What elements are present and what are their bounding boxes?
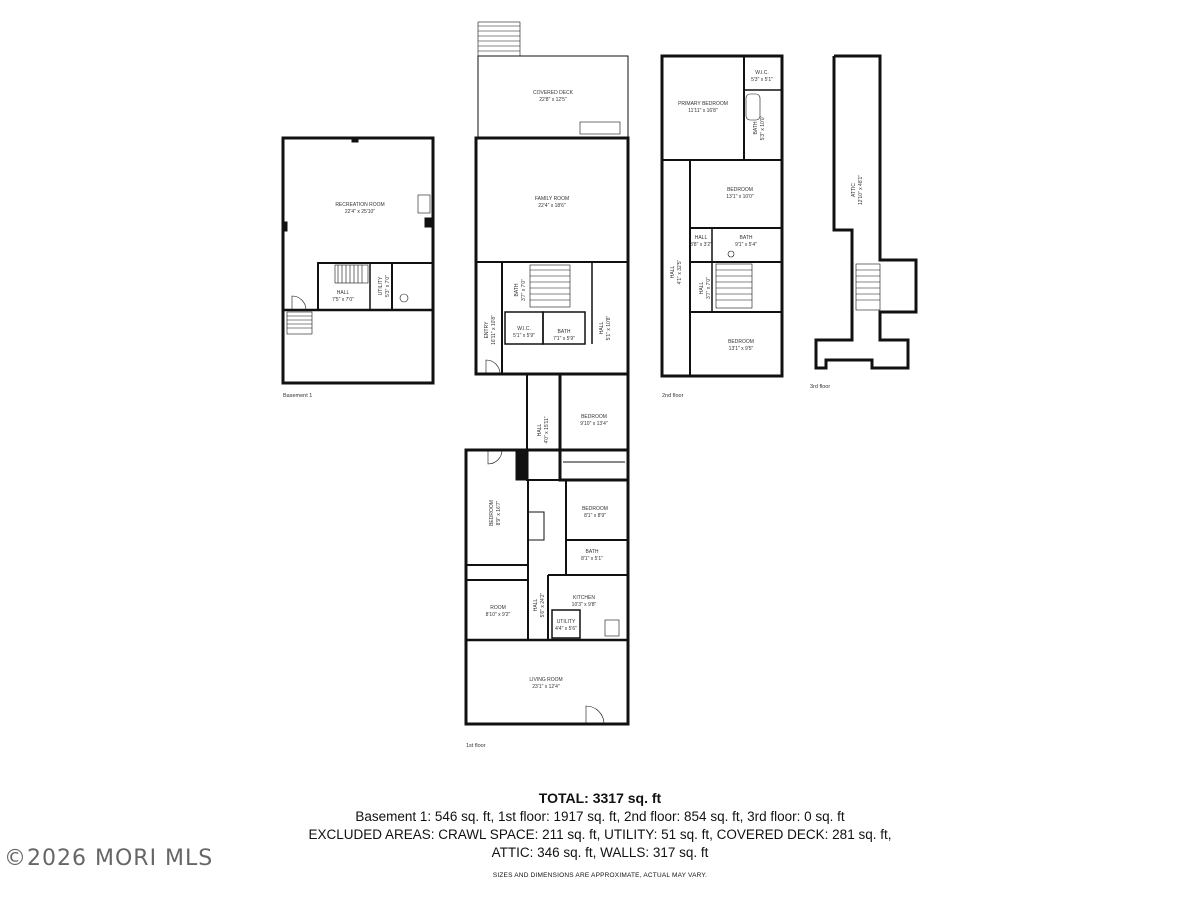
room-label: BATH (740, 235, 753, 241)
room-label: PRIMARY BEDROOM (678, 101, 728, 107)
room-label: BATH (753, 121, 759, 134)
total-area: TOTAL: 3317 sq. ft (538, 790, 662, 806)
room-label: 3'7" x 7'0" (521, 279, 527, 301)
room-label: BATH (586, 549, 599, 555)
room-label: 9'1" x 5'4" (735, 242, 757, 248)
room-label: 4'4" x 5'6" (555, 626, 577, 632)
room-label: 22'4" x 25'10" (345, 209, 375, 215)
room-label: 8'9" x 16'7" (496, 500, 502, 525)
room-label: ATTIC (851, 183, 857, 197)
basement-plan (281, 136, 435, 385)
excluded-areas-line-2: ATTIC: 346 sq. ft, WALLS: 317 sq. ft (491, 845, 709, 860)
floor-areas-line: Basement 1: 546 sq. ft, 1st floor: 1917 … (355, 809, 845, 824)
excluded-areas-line: EXCLUDED AREAS: CRAWL SPACE: 211 sq. ft,… (308, 827, 892, 842)
room-label: 13'1" x 9'5" (729, 346, 754, 352)
room-label: 7'1" x 5'9" (553, 336, 575, 342)
room-label: 23'1" x 12'4" (532, 684, 560, 690)
room-label: 10'3" x 9'8" (572, 602, 597, 608)
mls-watermark: ©2026 MORI MLS (4, 846, 214, 871)
room-label: HALL (670, 266, 676, 279)
room-label: RECREATION ROOM (335, 202, 384, 208)
room-label: HALL (695, 235, 708, 241)
room-label: 3'7" x 7'0" (706, 277, 712, 299)
room-label: BEDROOM (727, 187, 753, 193)
room-label: 22'4" x 18'6" (538, 203, 566, 209)
room-label: 5'3" x 5'1" (751, 77, 773, 83)
room-label: 5'3" x 7'0" (385, 275, 391, 297)
room-label: 5'3" x 10'0" (760, 115, 766, 140)
room-label: 16'11" x 10'8" (491, 315, 497, 345)
disclaimer: SIZES AND DIMENSIONS ARE APPROXIMATE, AC… (492, 872, 708, 879)
room-label: 5'1" x 10'8" (606, 315, 612, 340)
room-label: UTILITY (378, 276, 384, 295)
room-label: 8'10" x 9'2" (486, 612, 511, 618)
room-label: HALL (337, 290, 350, 296)
room-label: 4'0" x 15'11" (544, 416, 550, 443)
room-label: HALL (599, 322, 605, 335)
room-label: HALL (699, 282, 705, 295)
room-label: BATH (558, 329, 571, 335)
room-label: UTILITY (557, 619, 576, 625)
third-floor-plan (814, 54, 918, 370)
room-label: 7'5" x 7'0" (332, 297, 354, 303)
room-label: HALL (533, 599, 539, 612)
room-label: BEDROOM (582, 506, 608, 512)
room-label: BEDROOM (728, 339, 754, 345)
room-label: BATH (514, 283, 520, 296)
first-floor-plan (464, 21, 630, 726)
room-label: 5'6" x 24'2" (540, 592, 546, 617)
floor-label-basement: Basement 1 (283, 393, 312, 399)
room-label: LIVING ROOM (529, 677, 562, 683)
room-label: 12'10" x 48'1" (858, 175, 864, 205)
room-label: 8'1" x 8'9" (584, 513, 606, 519)
room-label: 11'11" x 16'8" (688, 108, 718, 114)
floor-plan-drawing: RECREATION ROOM 22'4" x 25'10" HALL 7'5"… (281, 21, 918, 749)
room-labels: RECREATION ROOM 22'4" x 25'10" HALL 7'5"… (283, 70, 864, 749)
room-label: 13'1" x 10'0" (726, 194, 754, 200)
room-label: 22'8" x 12'5" (539, 97, 567, 103)
room-label: FAMILY ROOM (535, 196, 569, 202)
room-label: 8'1" x 5'1" (581, 556, 603, 562)
room-label: ROOM (490, 605, 506, 611)
room-label: W.I.C. (755, 70, 769, 76)
room-label: ENTRY (484, 321, 490, 339)
second-floor-plan (660, 54, 784, 378)
room-label: 3'8" x 3'2" (690, 242, 712, 248)
room-label: 4'1" x 32'5" (677, 259, 683, 284)
floor-label-second: 2nd floor (662, 393, 684, 399)
floor-label-third: 3rd floor (810, 384, 830, 390)
room-label: 9'10" x 13'4" (580, 421, 608, 427)
room-label: KITCHEN (573, 595, 595, 601)
room-label: COVERED DECK (533, 90, 574, 96)
room-label: W.I.C. (517, 326, 531, 332)
floor-label-first: 1st floor (466, 743, 486, 749)
room-label: 5'1" x 5'9" (513, 333, 535, 339)
room-label: BEDROOM (581, 414, 607, 420)
room-label: BEDROOM (489, 500, 495, 526)
room-label: HALL (537, 424, 543, 437)
